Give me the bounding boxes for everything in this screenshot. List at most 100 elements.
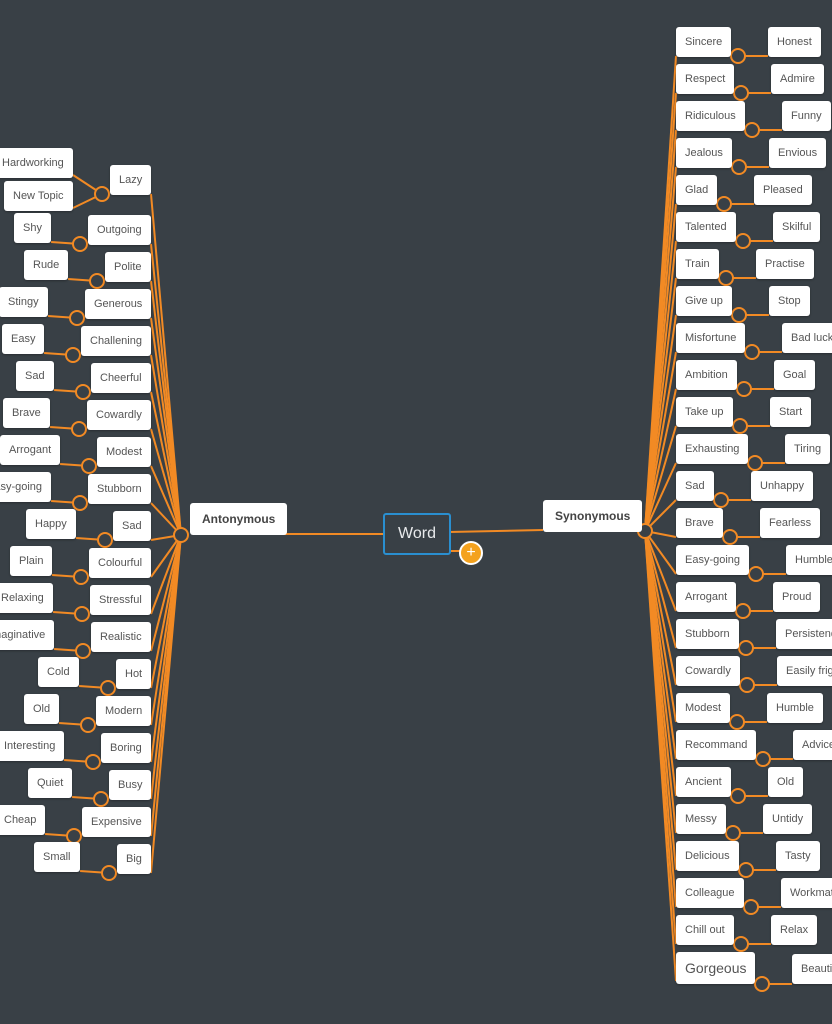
antonym-collapse-toggle[interactable] <box>101 865 117 881</box>
antonyms-branch-node[interactable]: Antonymous <box>190 503 288 535</box>
synonym-topic-node[interactable]: Sincere <box>676 27 732 57</box>
synonym-topic-node[interactable]: Misfortune <box>676 323 746 353</box>
antonym-collapse-toggle[interactable] <box>69 310 85 326</box>
synonym-topic-node[interactable]: Ambition <box>676 360 737 390</box>
synonym-topic-node[interactable]: Respect <box>676 64 735 94</box>
antonym-topic-node[interactable]: Polite <box>105 252 151 282</box>
synonym-topic-node[interactable]: Arrogant <box>676 582 737 612</box>
antonym-subtopic-node[interactable]: Old <box>24 694 60 724</box>
antonym-collapse-toggle[interactable] <box>75 643 91 659</box>
antonym-subtopic-node[interactable]: Hardworking <box>0 148 73 178</box>
antonym-topic-node[interactable]: Lazy <box>110 165 152 195</box>
synonym-topic-node[interactable]: Ridiculous <box>676 101 745 131</box>
synonym-collapse-toggle[interactable] <box>755 751 771 767</box>
antonym-topic-node[interactable]: Big <box>117 844 151 874</box>
synonym-topic-node[interactable]: Brave <box>676 508 723 538</box>
synonym-collapse-toggle[interactable] <box>729 714 745 730</box>
synonym-collapse-toggle[interactable] <box>738 862 754 878</box>
synonym-subtopic-node[interactable]: Advice <box>793 730 832 760</box>
synonym-topic-node[interactable]: Colleague <box>676 878 744 908</box>
antonym-topic-node[interactable]: Modern <box>96 696 152 726</box>
synonym-subtopic-node[interactable]: Honest <box>768 27 821 57</box>
antonym-collapse-toggle[interactable] <box>66 828 82 844</box>
antonym-collapse-toggle[interactable] <box>93 791 109 807</box>
synonym-topic-node[interactable]: Talented <box>676 212 736 242</box>
synonym-topic-node[interactable]: Train <box>676 249 719 279</box>
antonym-collapse-toggle[interactable] <box>72 236 88 252</box>
antonym-subtopic-node[interactable]: Stingy <box>0 287 48 317</box>
synonym-subtopic-node[interactable]: Humble <box>786 545 832 575</box>
synonym-collapse-toggle[interactable] <box>748 566 764 582</box>
antonym-subtopic-node[interactable]: Sad <box>16 361 54 391</box>
synonym-collapse-toggle[interactable] <box>744 344 760 360</box>
antonym-subtopic-node[interactable]: Interesting <box>0 731 65 761</box>
synonyms-branch-node[interactable]: Synonymous <box>543 500 643 532</box>
synonym-collapse-toggle[interactable] <box>713 492 729 508</box>
synonym-collapse-toggle[interactable] <box>754 976 770 992</box>
antonym-topic-node[interactable]: Outgoing <box>88 215 151 245</box>
antonym-subtopic-node[interactable]: Plain <box>10 546 53 576</box>
synonym-subtopic-node[interactable]: Stop <box>769 286 810 316</box>
synonym-subtopic-node[interactable]: Practise <box>756 249 814 279</box>
synonym-collapse-toggle[interactable] <box>743 899 759 915</box>
synonym-collapse-toggle[interactable] <box>735 233 751 249</box>
antonym-collapse-toggle[interactable] <box>85 754 101 770</box>
antonym-collapse-toggle[interactable] <box>74 606 90 622</box>
synonym-collapse-toggle[interactable] <box>716 196 732 212</box>
synonym-topic-node[interactable]: Chill out <box>676 915 734 945</box>
antonym-collapse-toggle[interactable] <box>65 347 81 363</box>
antonym-topic-node[interactable]: Challening <box>81 326 151 356</box>
synonym-collapse-toggle[interactable] <box>733 85 749 101</box>
synonym-topic-node[interactable]: Ancient <box>676 767 731 797</box>
synonym-topic-node[interactable]: Cowardly <box>676 656 740 686</box>
synonym-topic-node[interactable]: Delicious <box>676 841 739 871</box>
antonym-collapse-toggle[interactable] <box>75 384 91 400</box>
antonym-subtopic-node[interactable]: Cold <box>38 657 79 687</box>
antonym-subtopic-node[interactable]: Imaginative <box>0 620 55 650</box>
synonym-topic-node[interactable]: Messy <box>676 804 726 834</box>
synonym-topic-node[interactable]: Modest <box>676 693 731 723</box>
antonym-topic-node[interactable]: Expensive <box>82 807 151 837</box>
antonym-subtopic-node[interactable]: Quiet <box>28 768 73 798</box>
synonym-subtopic-node[interactable]: Tasty <box>776 841 820 871</box>
antonym-subtopic-node[interactable]: Shy <box>14 213 51 243</box>
synonym-topic-node[interactable]: Exhausting <box>676 434 749 464</box>
synonym-subtopic-node[interactable]: Easily fright <box>777 656 832 686</box>
synonym-subtopic-node[interactable]: Relax <box>771 915 818 945</box>
antonym-topic-node[interactable]: Busy <box>109 770 152 800</box>
synonym-topic-node[interactable]: Gorgeous <box>676 952 756 984</box>
antonym-topic-node[interactable]: Cheerful <box>91 363 151 393</box>
antonym-topic-node[interactable]: Sad <box>113 511 151 541</box>
synonym-collapse-toggle[interactable] <box>747 455 763 471</box>
synonym-topic-node[interactable]: Give up <box>676 286 732 316</box>
synonym-collapse-toggle[interactable] <box>738 640 754 656</box>
antonym-subtopic-node[interactable]: Rude <box>24 250 69 280</box>
antonym-subtopic-node[interactable]: Brave <box>3 398 50 428</box>
synonym-subtopic-node[interactable]: Humble <box>767 693 823 723</box>
synonym-subtopic-node[interactable]: Old <box>768 767 804 797</box>
synonym-topic-node[interactable]: Easy-going <box>676 545 750 575</box>
synonym-subtopic-node[interactable]: Goal <box>774 360 816 390</box>
antonym-collapse-toggle[interactable] <box>80 717 96 733</box>
synonym-subtopic-node[interactable]: Admire <box>771 64 824 94</box>
synonym-topic-node[interactable]: Jealous <box>676 138 732 168</box>
synonym-subtopic-node[interactable]: Untidy <box>763 804 813 834</box>
synonym-subtopic-node[interactable]: Funny <box>782 101 831 131</box>
antonym-subtopic-node[interactable]: Happy <box>26 509 76 539</box>
antonym-topic-node[interactable]: Realistic <box>91 622 151 652</box>
synonym-collapse-toggle[interactable] <box>730 48 746 64</box>
antonym-collapse-toggle[interactable] <box>89 273 105 289</box>
antonym-subtopic-node[interactable]: Relaxing <box>0 583 53 613</box>
synonym-subtopic-node[interactable]: Unhappy <box>751 471 814 501</box>
synonym-collapse-toggle[interactable] <box>731 159 747 175</box>
antonym-subtopic-node[interactable]: Small <box>34 842 80 872</box>
antonym-topic-node[interactable]: Modest <box>97 437 152 467</box>
synonym-topic-node[interactable]: Glad <box>676 175 718 205</box>
antonym-collapse-toggle[interactable] <box>94 186 110 202</box>
synonym-collapse-toggle[interactable] <box>732 418 748 434</box>
synonym-collapse-toggle[interactable] <box>731 307 747 323</box>
synonym-collapse-toggle[interactable] <box>722 529 738 545</box>
synonym-subtopic-node[interactable]: Start <box>770 397 812 427</box>
antonym-topic-node[interactable]: Stressful <box>90 585 151 615</box>
synonym-collapse-toggle[interactable] <box>730 788 746 804</box>
